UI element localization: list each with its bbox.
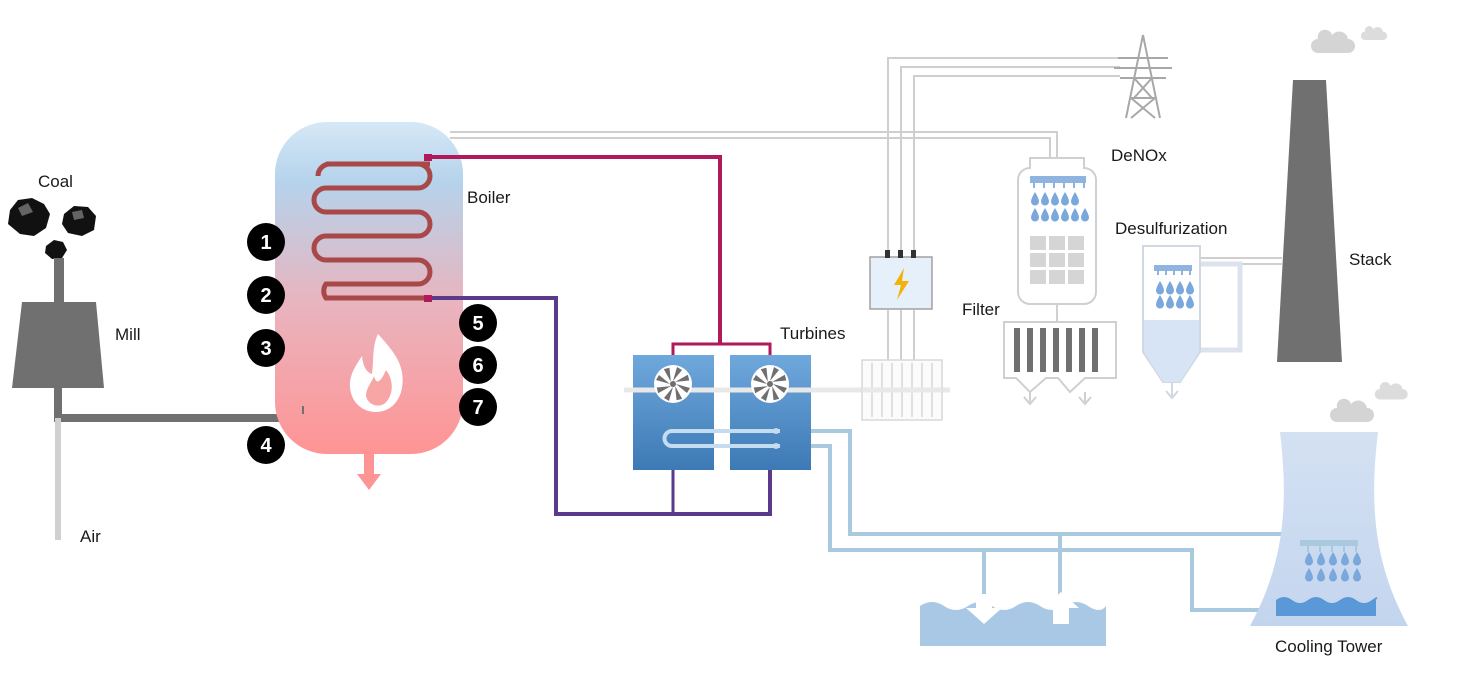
cooling-tower-label: Cooling Tower (1275, 637, 1383, 656)
svg-text:2: 2 (260, 285, 271, 307)
marker-5: 5 (459, 304, 497, 342)
air-label: Air (80, 527, 101, 546)
filter-label: Filter (962, 300, 1000, 319)
power-pylon-icon (1114, 34, 1172, 119)
coal-lumps-icon (8, 198, 96, 259)
cloud-icon (1330, 398, 1374, 422)
arrow-icon (966, 594, 1002, 624)
condenser-coil (662, 429, 780, 448)
marker-3: 3 (247, 329, 285, 367)
arrow-icon (1043, 592, 1079, 624)
marker-1: 1 (247, 223, 285, 261)
mill-shape (12, 302, 104, 388)
marker-4: 4 (247, 426, 285, 464)
svg-text:5: 5 (472, 313, 483, 335)
water-source-pool (920, 602, 1106, 646)
stack-chimney (1277, 80, 1342, 362)
mill-label: Mill (115, 325, 141, 344)
power-lines (450, 57, 1282, 360)
cloud-icon (1311, 29, 1355, 54)
fuel-air-duct (54, 388, 304, 422)
turbines-label: Turbines (780, 324, 846, 343)
marker-7: 7 (459, 388, 497, 426)
lightning-bolt-icon (869, 250, 933, 310)
svg-text:6: 6 (472, 355, 483, 377)
ash-outlet-arrow-icon (357, 452, 381, 490)
coal-label: Coal (38, 172, 73, 191)
marker-2: 2 (247, 276, 285, 314)
marker-6: 6 (459, 346, 497, 384)
cloud-icon (1360, 26, 1388, 41)
coal-feed-pipe (54, 258, 64, 302)
svg-text:4: 4 (260, 435, 272, 457)
cooling-tower (1250, 432, 1408, 626)
stack-label: Stack (1349, 250, 1392, 269)
filter-unit (1003, 321, 1117, 406)
boiler-vessel (275, 122, 463, 454)
fan-icon (751, 365, 789, 403)
svg-text:7: 7 (472, 397, 483, 419)
desulfurization-label: Desulfurization (1115, 219, 1227, 238)
boiler-coil (311, 161, 433, 301)
fan-icon (654, 365, 692, 403)
denox-label: DeNOx (1111, 146, 1167, 165)
svg-text:3: 3 (260, 338, 271, 360)
condensate-return-line (430, 296, 772, 516)
boiler-label: Boiler (467, 188, 511, 207)
denox-unit (1017, 157, 1097, 322)
cloud-icon (1374, 382, 1408, 400)
svg-text:1: 1 (260, 232, 271, 254)
desulfurization-unit (1142, 245, 1243, 400)
steam-supply-line (430, 155, 722, 344)
